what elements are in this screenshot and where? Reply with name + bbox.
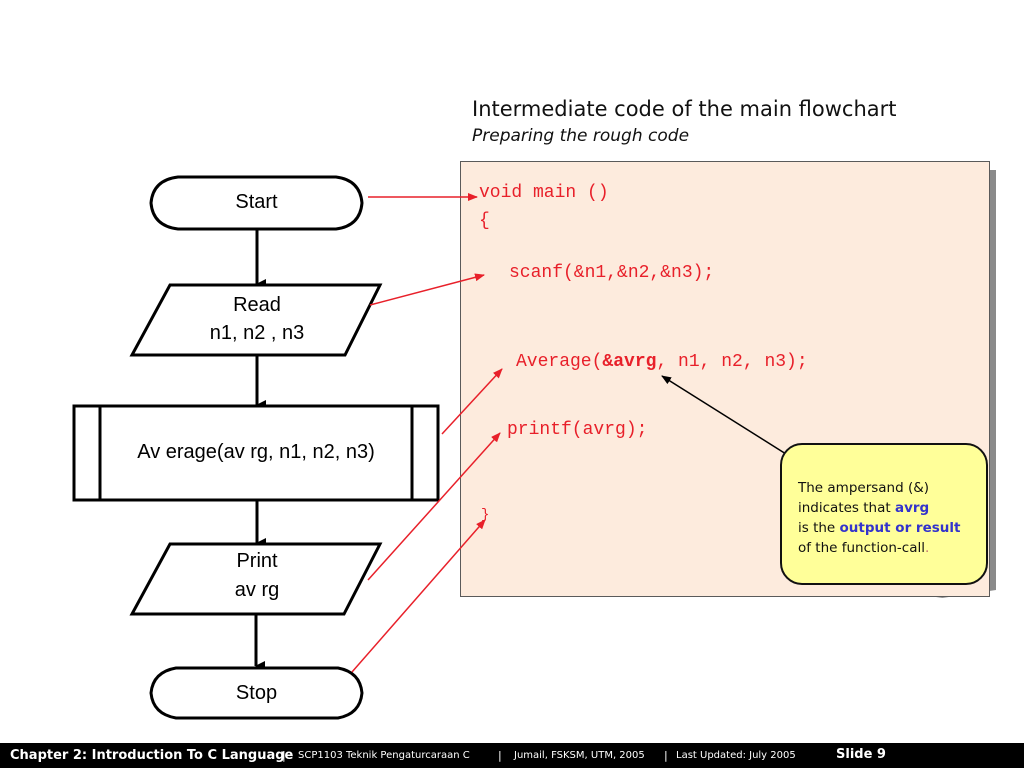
callout-line4-text: of the function-call: [798, 540, 925, 556]
read-input-shape: [129, 283, 383, 357]
callout-avrg-highlight: avrg: [894, 500, 930, 516]
slide-subtitle: Preparing the rough code: [472, 126, 690, 146]
read-label-line1: Read: [233, 294, 281, 316]
callout-line1: The ampersand (&): [798, 480, 930, 496]
map-arrow-stop: [351, 519, 486, 673]
map-arrow-read: [369, 273, 485, 306]
map-arrow-print: [367, 432, 501, 581]
footer-separator: |: [498, 749, 502, 762]
code-average-post: , n1, n2, n3);: [656, 352, 808, 372]
code-line-void-main: void main (): [479, 183, 609, 203]
average-process-label: Av erage(av rg, n1, n2, n3): [137, 441, 375, 463]
code-line-close-brace: }: [481, 507, 490, 523]
slide-title: Intermediate code of the main flowchart: [472, 97, 897, 121]
code-line-average: Average(&avrg, n1, n2, n3);: [516, 351, 808, 373]
code-average-pre: Average(: [516, 352, 603, 372]
footer-separator: |: [282, 749, 286, 762]
callout-line2: indicates that avrg: [798, 498, 960, 518]
print-output-shape: [129, 542, 383, 616]
callout-output-highlight: output or result: [839, 520, 961, 536]
footer-chapter: Chapter 2: Introduction To C Language: [10, 748, 294, 763]
callout-line3: is the output or result: [798, 518, 960, 538]
code-line-scanf: scanf(&n1,&n2,&n3);: [509, 263, 715, 283]
stop-label: Stop: [235, 682, 278, 704]
callout-line2-text: indicates that: [798, 500, 895, 516]
ampersand-callout: The ampersand (&) indicates that avrg is…: [780, 443, 988, 585]
footer-last-updated: Last Updated: July 2005: [676, 750, 796, 761]
callout-text: The ampersand (&) indicates that avrg is…: [798, 478, 960, 558]
print-label-line1: Print: [236, 550, 278, 572]
footer-slide-number: Slide 9: [836, 747, 886, 762]
map-arrow-process: [441, 368, 503, 435]
footer-author: Jumail, FSKSM, UTM, 2005: [514, 750, 645, 761]
callout-line3-text: is the: [798, 520, 840, 536]
read-label-line2: n1, n2 , n3: [209, 322, 305, 344]
footer-course: SCP1103 Teknik Pengaturcaraan C: [298, 750, 470, 761]
footer-separator: |: [664, 749, 668, 762]
callout-period: .: [924, 540, 930, 556]
code-line-printf: printf(avrg);: [507, 420, 648, 440]
start-label: Start: [235, 191, 278, 213]
start-terminator: [149, 175, 364, 231]
footer-bar: Chapter 2: Introduction To C Language | …: [0, 743, 1024, 768]
print-label-line2: av rg: [234, 579, 280, 601]
code-line-open-brace: {: [479, 211, 490, 231]
code-average-ampersand-arg: &avrg: [602, 352, 657, 372]
callout-pointer: [661, 375, 787, 455]
stop-terminator: [149, 666, 364, 720]
callout-line4: of the function-call.: [798, 538, 960, 558]
